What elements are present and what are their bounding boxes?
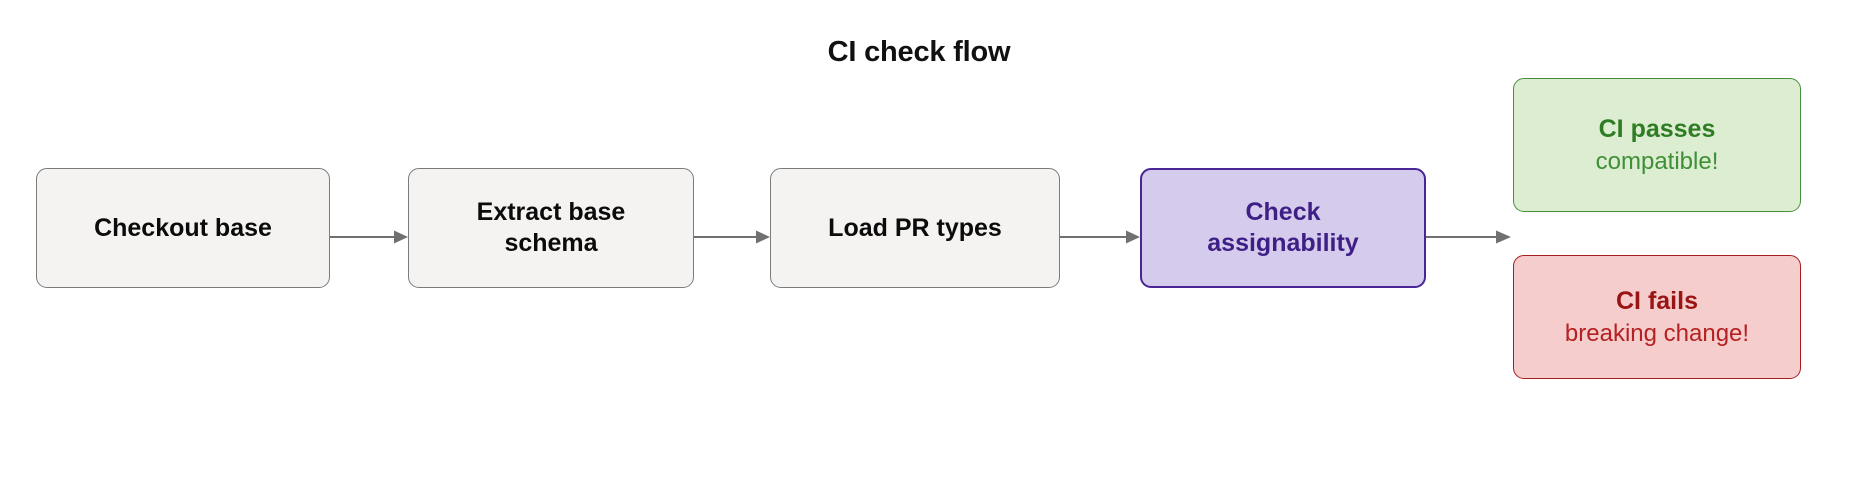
page-title: CI check flow — [827, 36, 1011, 68]
node-extract-schema-label-line2: schema — [504, 229, 598, 257]
arrow-right-icon — [1426, 230, 1511, 244]
edge-checkout-base-to-extract-schema — [330, 226, 410, 248]
node-check-assignability-label-line2: assignability — [1207, 229, 1359, 257]
node-ci-passes-headline: CI passes — [1598, 114, 1716, 143]
node-ci-passes-subline: compatible! — [1595, 147, 1719, 175]
node-ci-fails[interactable]: CI fails breaking change! — [1513, 255, 1801, 379]
node-extract-schema-label-line1: Extract base — [476, 198, 626, 226]
node-ci-fails-subline: breaking change! — [1564, 319, 1750, 347]
node-checkout-base-label: Checkout base — [94, 213, 272, 242]
node-checkout-base[interactable]: Checkout base — [36, 168, 330, 288]
arrow-right-icon — [330, 230, 408, 244]
node-check-assignability-label-line1: Check — [1245, 198, 1321, 226]
node-load-pr-types-label: Load PR types — [828, 213, 1002, 242]
node-ci-passes[interactable]: CI passes compatible! — [1513, 78, 1801, 212]
edge-load-pr-types-to-check-assignability — [1060, 226, 1142, 248]
node-check-assignability[interactable]: Check assignability — [1140, 168, 1426, 288]
node-load-pr-types[interactable]: Load PR types — [770, 168, 1060, 288]
node-ci-fails-headline: CI fails — [1616, 286, 1698, 315]
arrow-right-icon — [694, 230, 770, 244]
arrow-right-icon — [1060, 230, 1140, 244]
edge-extract-schema-to-load-pr-types — [694, 226, 772, 248]
edge-check-assignability-to-outcomes — [1426, 226, 1514, 248]
node-extract-schema[interactable]: Extract base schema — [408, 168, 694, 288]
